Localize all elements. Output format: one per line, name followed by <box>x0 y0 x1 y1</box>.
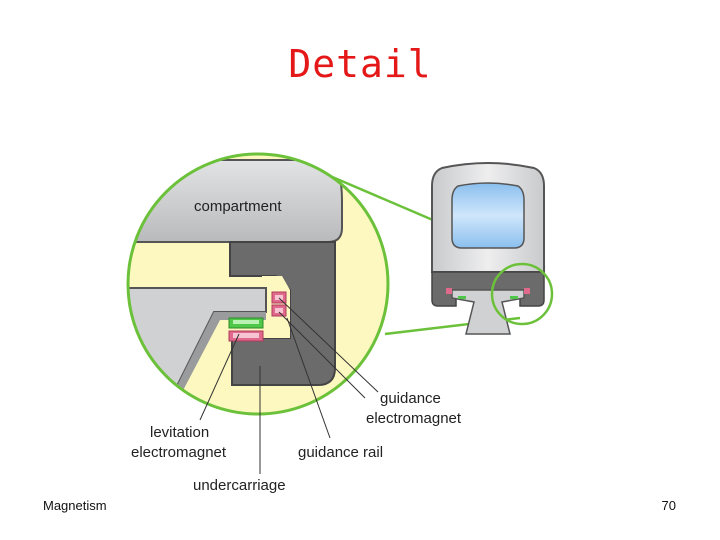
slide-title: Detail <box>288 42 432 86</box>
zoom-region-circle <box>490 262 554 326</box>
footer-topic: Magnetism <box>43 498 107 513</box>
label-levitation: levitation <box>150 424 209 441</box>
label-guidance-electromagnet: electromagnet <box>366 410 462 427</box>
label-compartment: compartment <box>194 198 282 215</box>
label-guidance-rail: guidance rail <box>298 444 383 461</box>
label-undercarriage: undercarriage <box>193 477 286 494</box>
label-levitation-electromagnet: electromagnet <box>131 444 227 461</box>
vehicle-cross-section <box>431 162 545 335</box>
vehicle-window <box>451 182 525 249</box>
page-number: 70 <box>661 498 676 513</box>
magnified-detail <box>126 152 390 416</box>
label-guidance: guidance <box>380 390 441 407</box>
